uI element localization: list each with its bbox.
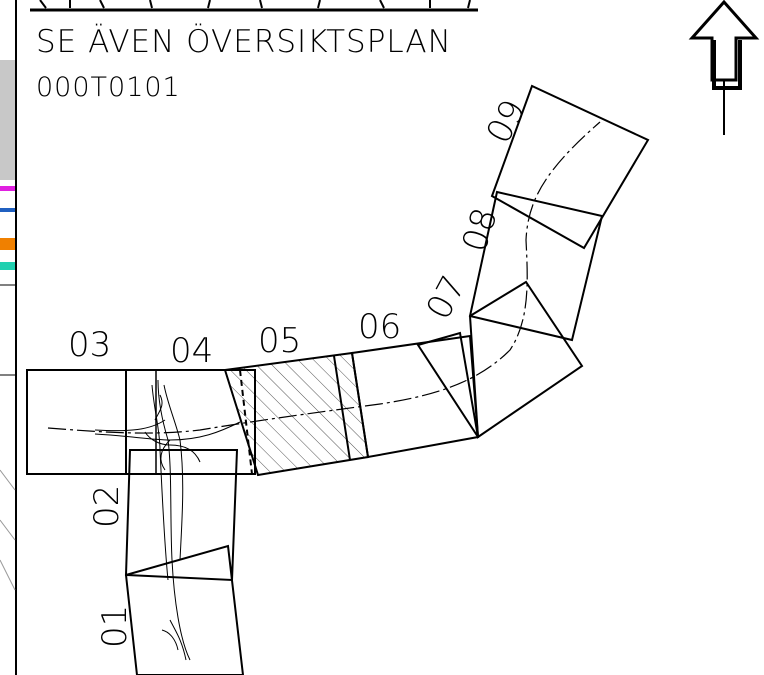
left-edge-strip bbox=[0, 0, 17, 675]
sheet-02-frame bbox=[124, 449, 239, 582]
sheet-08-frame bbox=[468, 190, 604, 342]
road-centerline bbox=[47, 121, 601, 434]
strip-gray-block bbox=[0, 60, 15, 180]
sheet-05-label: 05 bbox=[258, 321, 301, 361]
sheet-05-hatch bbox=[225, 353, 368, 475]
sheet-06-label: 06 bbox=[358, 307, 401, 347]
sheet-03-label: 03 bbox=[68, 325, 111, 365]
cut-off-heading bbox=[30, 0, 478, 12]
sheet-03-frame bbox=[26, 369, 256, 475]
sheet-06-frame bbox=[350, 334, 480, 459]
see-also-note: SE ÄVEN ÖVERSIKTSPLAN bbox=[36, 24, 452, 60]
sheet-01-frame bbox=[124, 544, 245, 675]
sheet-07-label: 07 bbox=[419, 269, 475, 326]
sheet-01-label: 01 bbox=[95, 605, 135, 648]
sheet-07-tri bbox=[416, 331, 479, 438]
drawing-code: 000T0101 bbox=[36, 72, 181, 103]
strip-blue bbox=[0, 208, 15, 212]
sheet-04-05-match bbox=[239, 369, 253, 475]
sheet-02-label: 02 bbox=[87, 485, 127, 528]
junction-roads bbox=[94, 379, 241, 661]
sheet-09-frame bbox=[490, 84, 650, 250]
north-arrow-icon bbox=[688, 0, 760, 135]
strip-teal bbox=[0, 262, 15, 270]
sheet-04-label: 04 bbox=[170, 331, 213, 371]
sheet-08-label: 08 bbox=[455, 203, 506, 257]
strip-orange bbox=[0, 238, 15, 250]
sheet-05-06-match bbox=[333, 355, 351, 461]
sheet-07-frame bbox=[468, 280, 584, 439]
strip-magenta bbox=[0, 186, 15, 191]
